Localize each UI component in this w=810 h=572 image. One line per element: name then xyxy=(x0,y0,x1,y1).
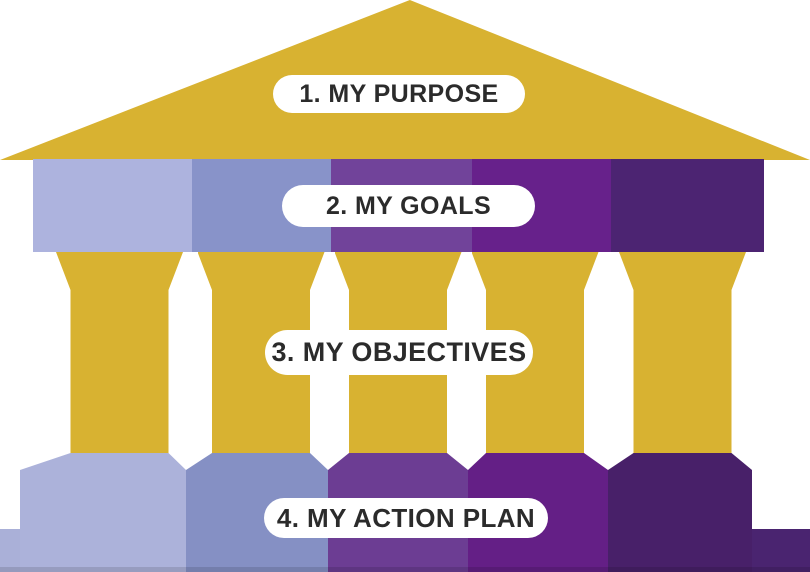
stylobate-step-right xyxy=(752,529,810,572)
label-text-objectives: 3. MY OBJECTIVES xyxy=(271,337,527,367)
entablature-segment-1 xyxy=(33,159,192,252)
label-pill-purpose: 1. MY PURPOSE xyxy=(273,75,525,113)
entablature-segment-5 xyxy=(611,159,764,252)
column-5 xyxy=(619,252,746,455)
label-text-purpose: 1. MY PURPOSE xyxy=(299,79,499,108)
label-text-action-plan: 4. MY ACTION PLAN xyxy=(276,502,536,533)
label-pill-action-plan: 4. MY ACTION PLAN xyxy=(264,498,548,538)
label-text-goals: 2. MY GOALS xyxy=(325,191,492,220)
column-1 xyxy=(56,252,183,455)
stylobate-step-left xyxy=(0,529,20,572)
bottom-shadow xyxy=(0,567,810,572)
column-base-5 xyxy=(608,453,752,572)
column-base-1 xyxy=(20,453,186,572)
label-pill-objectives: 3. MY OBJECTIVES xyxy=(265,330,533,375)
label-pill-goals: 2. MY GOALS xyxy=(282,185,535,227)
